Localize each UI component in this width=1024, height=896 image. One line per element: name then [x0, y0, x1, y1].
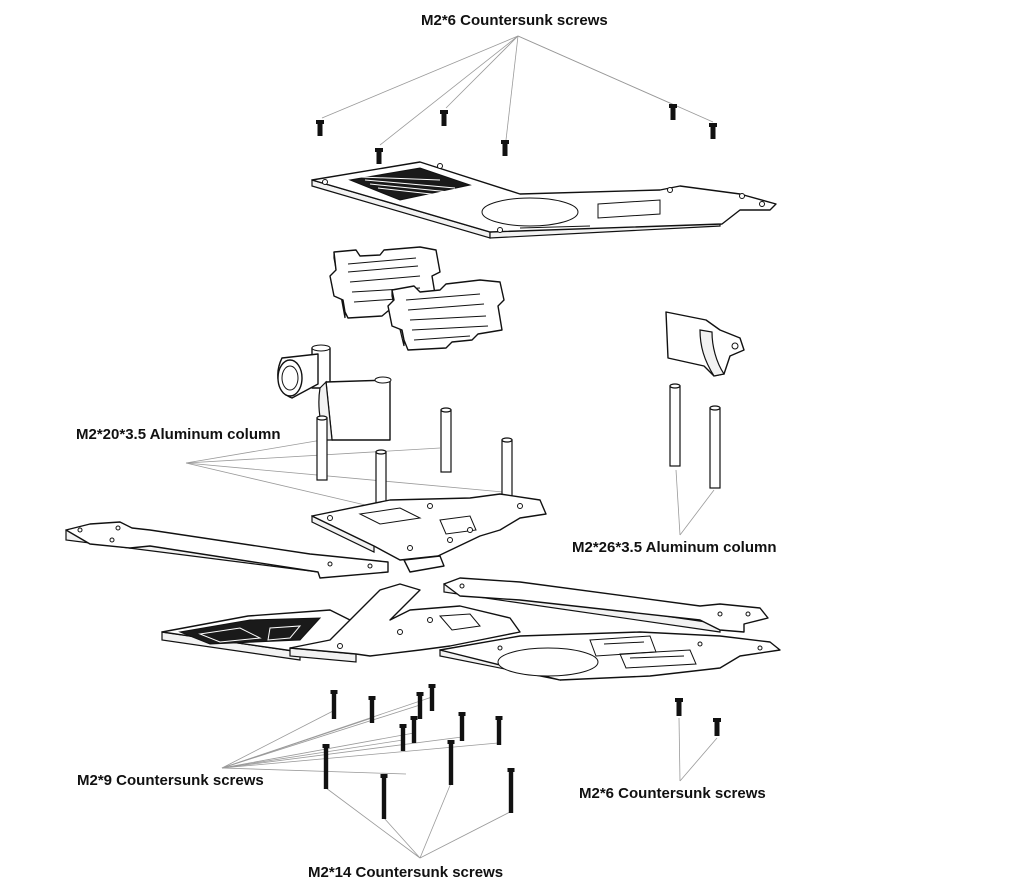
camera-mount-right — [665, 311, 745, 377]
middle-plate — [311, 493, 547, 573]
camera-mount-left — [277, 344, 392, 441]
m2-6-bottom-screws — [675, 698, 721, 736]
side-plates — [329, 246, 505, 351]
label-m2-6-bottom-screws: M2*6 Countersunk screws — [579, 785, 766, 802]
aluminum-columns-20 — [316, 407, 513, 511]
m2-9-screws — [330, 684, 503, 751]
arm-front-left — [65, 521, 389, 579]
label-m2-9-screws: M2*9 Countersunk screws — [77, 772, 264, 789]
m2-14-screws — [322, 740, 515, 819]
arm-rear-right — [443, 577, 769, 633]
aluminum-columns-26 — [669, 383, 721, 489]
label-m2-14-screws: M2*14 Countersunk screws — [308, 864, 504, 881]
top-plate — [311, 161, 777, 239]
label-top-screws: M2*6 Countersunk screws — [421, 12, 608, 29]
leader-lines — [185, 35, 718, 859]
bottom-plate — [161, 583, 781, 681]
top-screws — [316, 104, 717, 164]
label-aluminum-column-20: M2*20*3.5 Aluminum column — [76, 426, 281, 443]
label-aluminum-column-26: M2*26*3.5 Aluminum column — [572, 539, 777, 556]
